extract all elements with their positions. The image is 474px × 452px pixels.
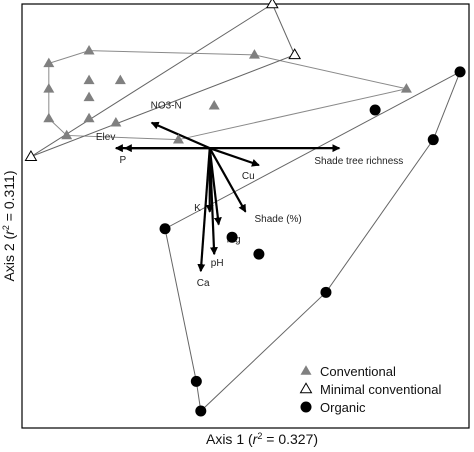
point-conventional [43, 112, 55, 123]
hull-organic [164, 70, 462, 413]
hulls-layer [30, 3, 462, 413]
legend-label-conventional: Conventional [320, 364, 396, 379]
vector-no3-n [150, 121, 211, 150]
point-organic [226, 231, 238, 243]
point-minimal-conventional [24, 149, 38, 161]
point-conventional [83, 112, 95, 123]
point-conventional [400, 83, 412, 93]
vector-shade [208, 147, 247, 213]
legend-marker-conventional [300, 365, 312, 375]
point-conventional [114, 74, 126, 85]
point-conventional [43, 57, 55, 68]
vector-label-cu: Cu [242, 171, 255, 182]
hull-minimal-conventional [30, 3, 296, 158]
point-conventional [248, 49, 260, 59]
point-conventional [110, 117, 122, 127]
point-organic [190, 375, 202, 387]
vector-label-shade: Shade (%) [255, 214, 302, 225]
vector-label-ph: pH [211, 258, 224, 269]
point-organic [369, 104, 381, 116]
vector-label-ca: Ca [197, 278, 210, 289]
point-minimal-conventional [265, 0, 279, 9]
point-minimal-conventional [288, 48, 302, 60]
plot-frame [21, 3, 470, 429]
legend-label-minimal-conventional: Minimal conventional [320, 382, 442, 397]
vector-cu [209, 147, 260, 167]
point-organic [159, 223, 171, 235]
point-organic [427, 134, 439, 146]
y-axis-title: Axis 2 (r2 = 0.311) [1, 171, 17, 282]
vector-ph [208, 148, 218, 256]
vector-ca [197, 148, 211, 273]
point-conventional [83, 74, 95, 85]
x-axis-title: Axis 1 (r2 = 0.327) [206, 431, 318, 447]
vector-label-p: P [119, 155, 126, 166]
point-organic [320, 286, 332, 298]
point-conventional [83, 91, 95, 102]
points-layer [24, 0, 466, 417]
point-organic [195, 405, 207, 417]
hull-conventional [48, 50, 407, 141]
vector-label-no3-n: NO3-N [151, 101, 182, 112]
vector-label-k: K [194, 203, 201, 214]
vector-label-shade-tree-richness: Shade tree richness [314, 156, 403, 167]
point-organic [253, 248, 265, 260]
legend-marker-organic [300, 401, 312, 413]
point-organic [454, 66, 466, 78]
point-conventional [83, 44, 95, 55]
point-conventional [208, 100, 220, 110]
point-conventional [43, 83, 55, 93]
legend-label-organic: Organic [320, 400, 366, 415]
vector-label-elev: Elev [96, 132, 115, 143]
point-conventional [172, 133, 184, 144]
legend-marker-minimal-conventional [299, 382, 313, 394]
point-conventional [61, 129, 73, 140]
